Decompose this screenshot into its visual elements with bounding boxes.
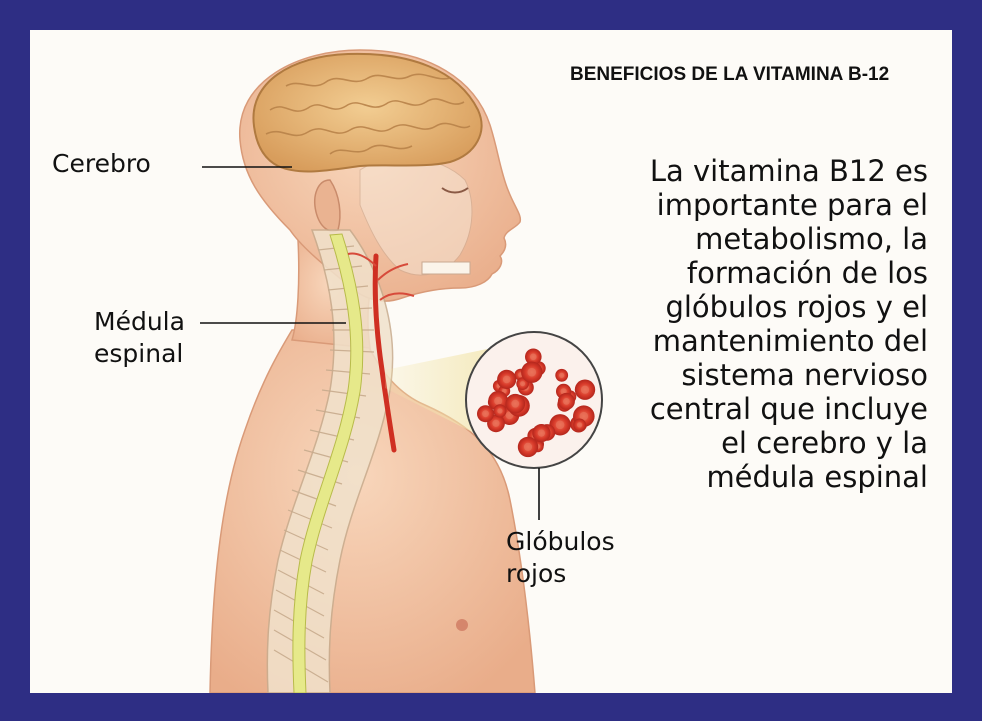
red-blood-cell-center bbox=[511, 400, 519, 408]
description-line: sistema nervioso bbox=[528, 358, 928, 392]
blood-cells-label-line2: rojos bbox=[506, 558, 566, 590]
description-text: La vitamina B12 es importante para el me… bbox=[528, 154, 928, 494]
description-line: el cerebro y la bbox=[528, 426, 928, 460]
description-line: médula espinal bbox=[528, 460, 928, 494]
red-blood-cell-center bbox=[494, 397, 502, 405]
red-blood-cell-center bbox=[492, 420, 499, 427]
red-blood-cell-center bbox=[482, 410, 489, 417]
teeth-shape bbox=[422, 262, 470, 274]
nipple-shape bbox=[456, 619, 468, 631]
description-line: central que incluye bbox=[528, 392, 928, 426]
description-line: glóbulos rojos y el bbox=[528, 290, 928, 324]
description-line: mantenimiento del bbox=[528, 324, 928, 358]
page-title: BENEFICIOS DE LA VITAMINA B-12 bbox=[570, 64, 889, 86]
brain-label: Cerebro bbox=[52, 148, 151, 180]
description-line: metabolismo, la bbox=[528, 222, 928, 256]
spinal-cord-label-line1: Médula bbox=[94, 306, 185, 338]
red-blood-cell-center bbox=[503, 376, 511, 384]
illustration-panel: BENEFICIOS DE LA VITAMINA B-12 La vitami… bbox=[30, 30, 952, 693]
blood-cells-label-line1: Glóbulos bbox=[506, 526, 615, 558]
spinal-cord-label-line2: espinal bbox=[94, 338, 183, 370]
description-line: formación de los bbox=[528, 256, 928, 290]
red-blood-cell-center bbox=[520, 381, 525, 386]
red-blood-cell-center bbox=[497, 408, 502, 413]
description-line: La vitamina B12 es bbox=[528, 154, 928, 188]
description-line: importante para el bbox=[528, 188, 928, 222]
